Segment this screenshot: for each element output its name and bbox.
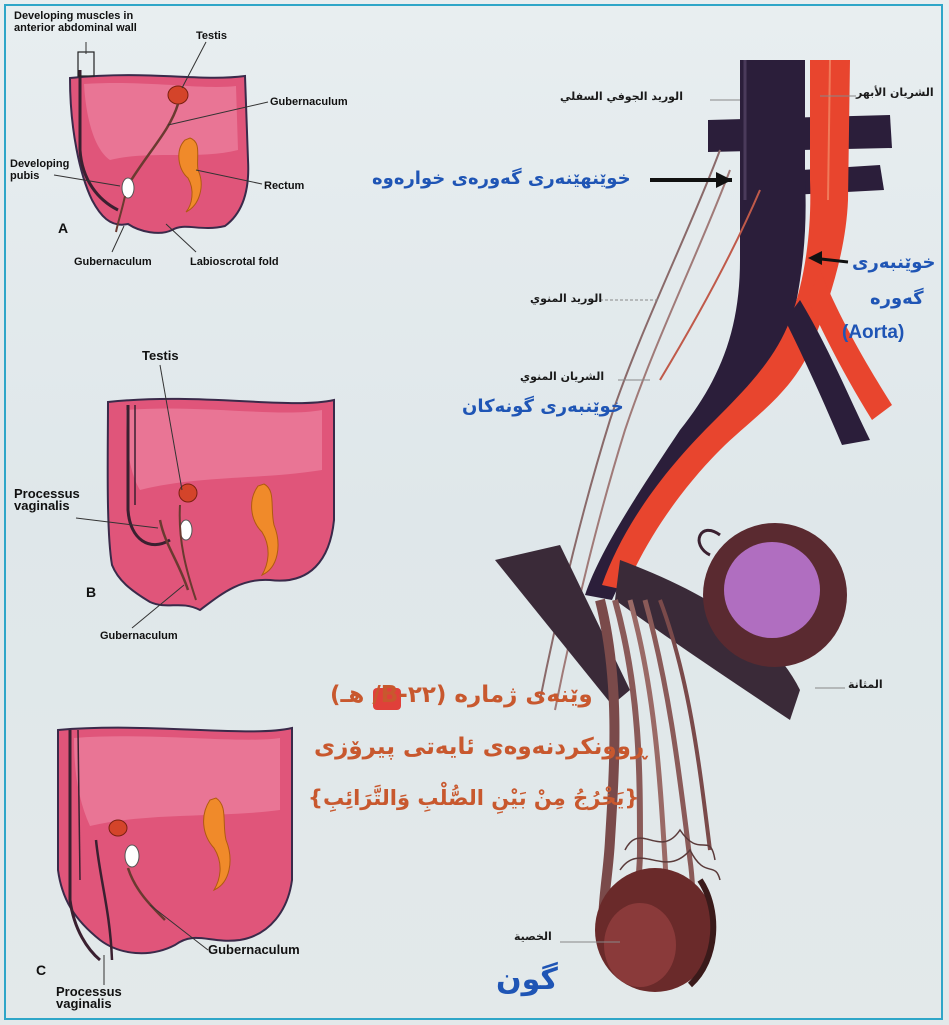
label-processus-vaginalis-b: Processus vaginalis (14, 488, 94, 512)
label-spermatic-vein-arabic: الوريد المنوي (530, 292, 602, 305)
label-aorta-english: (Aorta) (842, 322, 904, 344)
label-processus-vaginalis-c: Processus vaginalis (56, 986, 136, 1010)
caption-description: ڕوونکردنەوەی ئایەتی پیرۆزی (314, 734, 647, 760)
label-gubernaculum-a-top: Gubernaculum (270, 96, 348, 108)
label-rectum: Rectum (264, 180, 304, 192)
label-testicle-kurdish: گون (496, 962, 558, 997)
label-aorta-kurdish-2: گەورە (870, 288, 924, 309)
panel-b-drawing (108, 399, 334, 610)
caption-verse: {يَخْرُجُ مِنْ بَيْنِ الصُّلْبِ وَالتَّر… (308, 786, 639, 810)
panel-c-drawing (58, 728, 292, 960)
panel-c-letter: C (36, 962, 46, 978)
panel-a-letter: A (58, 220, 68, 236)
vascular-drawing (373, 60, 892, 992)
label-gubernaculum-b: Gubernaculum (100, 630, 178, 642)
caption-figure-number: وێنەی ژمارە (٢٢-B/ هـ) (330, 682, 593, 708)
label-aorta-kurdish-1: خوێنبەری (852, 252, 936, 273)
label-testicle-arabic: الخصية (514, 930, 552, 943)
label-gonadal-artery-kurdish: خوێنبەری گونەکان (462, 396, 624, 417)
label-developing-pubis: Developing pubis (10, 158, 70, 182)
label-aorta-arabic: الشريان الأبهر (856, 86, 934, 99)
label-developing-muscles: Developing muscles in anterior abdominal… (14, 10, 164, 34)
label-bladder-arabic: المثانة (848, 678, 883, 691)
label-spermatic-artery-arabic: الشريان المنوي (520, 370, 604, 383)
panel-b-letter: B (86, 584, 96, 600)
label-testis-a: Testis (196, 30, 227, 42)
label-inferior-vena-cava-kurdish: خوێنهێنەری گەورەی خوارەوە (372, 168, 631, 189)
label-inferior-vena-cava-arabic: الوريد الجوفي السفلي (560, 90, 683, 103)
label-testis-b: Testis (142, 350, 179, 362)
label-labioscrotal-fold: Labioscrotal fold (190, 256, 279, 268)
label-gubernaculum-c: Gubernaculum (208, 944, 300, 956)
label-gubernaculum-a-bottom: Gubernaculum (74, 256, 152, 268)
panel-a-drawing (70, 52, 248, 233)
